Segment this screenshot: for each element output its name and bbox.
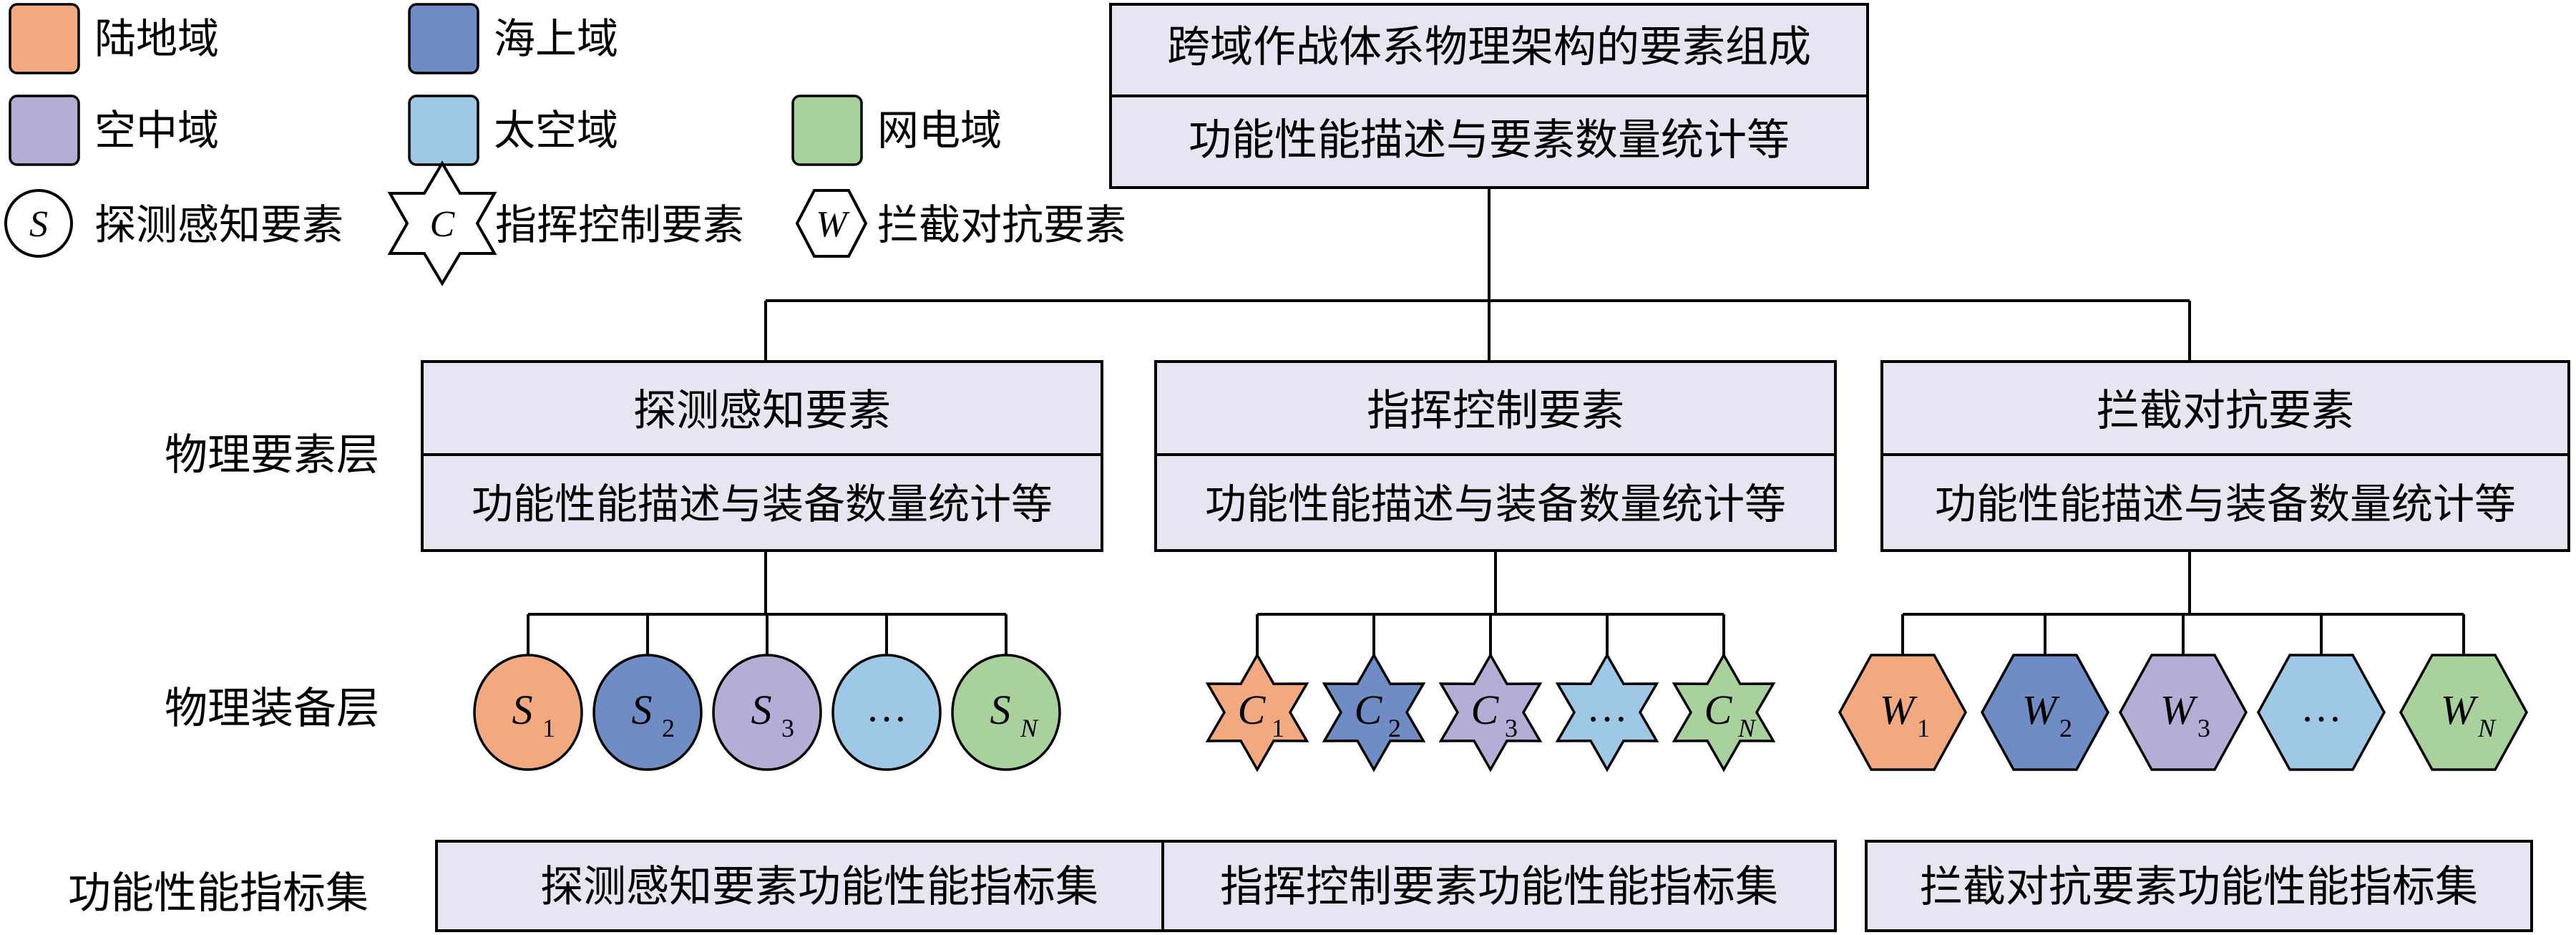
equipment-c-2 — [1322, 652, 1426, 772]
top-subtitle: 功能性能描述与要素数量统计等 — [1189, 115, 1790, 165]
star-icon — [387, 160, 497, 286]
item-symbol: S — [990, 687, 1011, 733]
equipment-s-5 — [951, 654, 1061, 771]
equipment-s-4 — [831, 654, 942, 771]
circle-icon — [4, 189, 73, 258]
element-title: 指挥控制要素 — [1367, 386, 1624, 436]
element-desc: 功能性能描述与装备数量统计等 — [1205, 480, 1786, 528]
equipment-w-3 — [2119, 654, 2248, 771]
index-set-label: 指挥控制要素功能性能指标集 — [1220, 862, 1778, 912]
equipment-w-4 — [2257, 654, 2386, 771]
hexagon-icon — [795, 189, 868, 258]
legend-label-sea: 海上域 — [494, 14, 618, 63]
item-subscript: 2 — [662, 714, 675, 742]
legend-label-command: 指挥控制要素 — [495, 200, 744, 249]
equipment-c-3 — [1438, 652, 1543, 772]
index-set-label: 拦截对抗要素功能性能指标集 — [1920, 862, 2478, 912]
index-set-box — [1161, 840, 1837, 932]
legend-swatch-sea — [408, 3, 479, 74]
index-set-box — [1865, 840, 2533, 932]
item-subscript: 1 — [542, 714, 555, 742]
item-symbol: C — [1355, 687, 1383, 733]
item-subscript: 2 — [1388, 714, 1401, 742]
equipment-s-2 — [592, 654, 703, 771]
item-symbol: W — [1880, 687, 1918, 733]
legend-swatch-cyber — [791, 95, 863, 166]
equipment-w-1 — [1838, 654, 1967, 771]
item-subscript: 3 — [2197, 714, 2210, 742]
item-subscript: 3 — [1505, 714, 1518, 742]
item-subscript: N — [1020, 714, 1039, 742]
index-set-label: 探测感知要素功能性能指标集 — [540, 862, 1098, 912]
legend-swatch-air — [9, 95, 80, 166]
top-box: 跨域作战体系物理架构的要素组成 功能性能描述与要素数量统计等 — [1109, 3, 1869, 189]
item-symbol: W — [2441, 687, 2479, 733]
equipment-s-1 — [473, 654, 583, 771]
item-symbol: S — [512, 687, 533, 733]
legend-label-sense: 探测感知要素 — [94, 200, 343, 249]
equipment-s-3 — [712, 654, 822, 771]
legend-swatch-land — [9, 3, 80, 74]
legend-label-land: 陆地域 — [94, 14, 219, 63]
legend-symbol-intercept: W — [816, 204, 850, 245]
item-symbol: S — [632, 687, 653, 733]
legend-symbol-command: C — [430, 204, 456, 245]
item-subscript: 1 — [1272, 714, 1284, 742]
item-ellipsis: … — [2301, 684, 2342, 730]
item-symbol: C — [1238, 687, 1267, 733]
element-title: 拦截对抗要素 — [2097, 386, 2354, 436]
item-symbol: C — [1704, 687, 1733, 733]
layer-label-index: 功能性能指标集 — [68, 868, 369, 919]
layer-label-equipment: 物理装备层 — [165, 684, 379, 734]
top-connectors — [764, 188, 2191, 362]
legend: 陆地域 海上域 空中域 太空域 网电域 S 探测感知要素 C 指挥控制要素 W … — [4, 3, 1126, 286]
item-ellipsis: … — [1586, 684, 1628, 730]
legend-symbol-sense: S — [29, 204, 48, 245]
equipment-c-1 — [1205, 652, 1309, 772]
item-subscript: 1 — [1917, 714, 1930, 742]
item-subscript: 3 — [781, 714, 794, 742]
element-title: 探测感知要素 — [633, 386, 891, 436]
equipment-w-2 — [1981, 654, 2109, 771]
legend-label-air: 空中域 — [94, 106, 219, 155]
top-title: 跨域作战体系物理架构的要素组成 — [1167, 22, 1811, 72]
item-subscript: N — [1737, 714, 1757, 742]
index-set-box — [435, 840, 1204, 932]
legend-label-space: 太空域 — [494, 106, 618, 155]
element-desc: 功能性能描述与装备数量统计等 — [472, 480, 1053, 528]
equipment-c-4 — [1555, 652, 1659, 772]
item-subscript: N — [2477, 714, 2497, 742]
legend-label-intercept: 拦截对抗要素 — [877, 200, 1126, 249]
item-subscript: 2 — [2059, 714, 2072, 742]
item-ellipsis: … — [866, 684, 907, 730]
legend-swatch-space — [408, 95, 479, 166]
equipment-c-5 — [1672, 652, 1776, 772]
legend-label-cyber: 网电域 — [877, 106, 1002, 155]
item-symbol: S — [751, 687, 772, 733]
equipment-w-5 — [2399, 654, 2528, 771]
item-symbol: W — [2022, 687, 2060, 733]
item-symbol: W — [2160, 687, 2198, 733]
item-symbol: C — [1471, 687, 1500, 733]
element-desc: 功能性能描述与装备数量统计等 — [1935, 480, 2516, 528]
layer-label-element: 物理要素层 — [165, 430, 379, 480]
